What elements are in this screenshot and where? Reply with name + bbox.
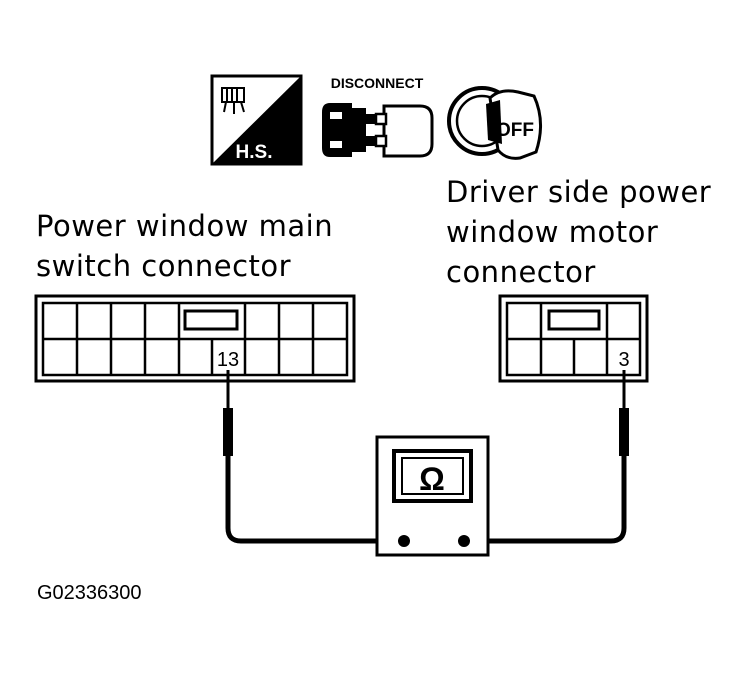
main-switch-label-line2: switch connector [36,249,292,283]
ohmmeter: Ω [375,435,490,557]
figure-code: G02336300 [37,582,142,604]
motor-label-line1: Driver side power [446,175,712,209]
meter-jack-right [458,535,470,547]
connector-pictogram [221,87,245,114]
motor-connector: 3 [498,294,649,383]
hs-text: H.S. [236,142,273,163]
main-switch-label-line1: Power window main [36,209,334,243]
left-probe-lead [223,370,404,544]
ignition-off-icon: OFF [447,86,542,160]
harness-side-icon: H.S. [210,74,303,166]
terminal-13-label: 13 [217,349,239,371]
ohm-symbol: Ω [419,461,445,497]
disconnect-text: DISCONNECT [331,75,424,91]
main-switch-connector: 13 [34,294,356,383]
terminal-3-label: 3 [618,349,629,371]
right-probe-lead [464,370,629,544]
disconnect-icon: DISCONNECT [322,75,434,158]
off-text: OFF [496,120,534,141]
meter-jack-left [398,535,410,547]
motor-label-line3: connector [446,255,596,289]
motor-label-line2: window motor [446,215,659,249]
